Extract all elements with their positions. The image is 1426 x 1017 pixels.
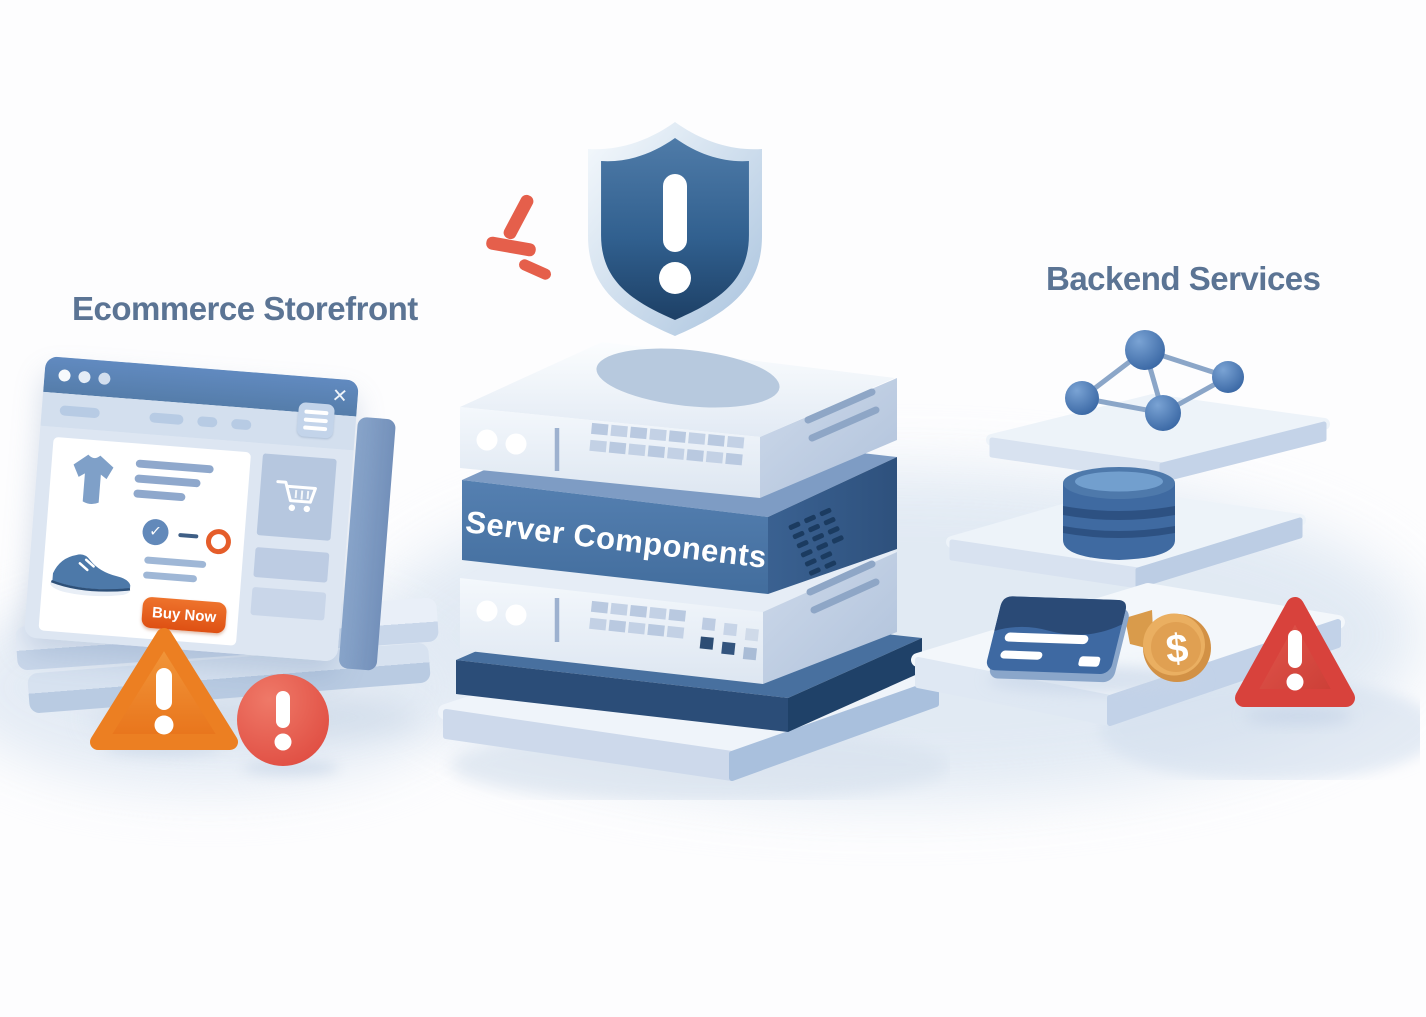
option-toggle-icon: [205, 528, 232, 556]
backend-services-illustration: $: [911, 330, 1420, 780]
storefront-browser-window: ✕: [22, 356, 414, 684]
backend-title: Backend Services: [1046, 260, 1321, 297]
side-placeholder-box: [253, 547, 330, 583]
alert-dash: [517, 257, 553, 282]
browser-frame: ✕: [23, 356, 360, 662]
danger-triangle-icon: [1235, 597, 1355, 707]
server-vents: [589, 422, 745, 466]
circle-shadow: [243, 760, 338, 775]
text-line: [133, 489, 186, 502]
text-line: [134, 474, 201, 488]
credit-card-icon: [986, 596, 1129, 683]
shoe-icon: [50, 554, 131, 597]
network-graph-icon: [1065, 330, 1244, 431]
cart-button[interactable]: [256, 453, 337, 541]
security-shield-icon: [588, 122, 762, 336]
alert-circle-icon: [237, 674, 329, 766]
browser-content: ✓ Buy Now: [23, 425, 354, 662]
storefront-title: Ecommerce Storefront: [72, 290, 418, 327]
nav-placeholder: [59, 405, 101, 419]
server-stack-illustration: Server Components: [438, 342, 950, 800]
shield-exclamation-dot: [659, 262, 691, 294]
text-line: [144, 556, 207, 569]
dollar-glyph: $: [1164, 626, 1190, 672]
close-icon[interactable]: ✕: [330, 385, 349, 408]
hamburger-icon: [304, 409, 329, 416]
server-vents: [589, 600, 759, 661]
window-dot-icon: [97, 372, 111, 386]
check-icon: ✓: [141, 518, 170, 547]
product-panel: ✓ Buy Now: [38, 436, 252, 646]
dollar-coin-icon: $: [1143, 613, 1211, 682]
text-line: [142, 571, 198, 583]
text-line: [135, 459, 214, 474]
nav-placeholder: [196, 416, 218, 428]
option-line: [178, 532, 199, 539]
nav-placeholder: [230, 418, 252, 431]
window-dot-icon: [58, 369, 71, 382]
alert-dash: [501, 192, 536, 242]
window-dot-icon: [78, 370, 91, 384]
cart-icon: [276, 480, 317, 513]
server-unit-top: [460, 342, 897, 498]
shield-exclamation-bar: [663, 174, 687, 252]
server-side-vents: [788, 507, 844, 576]
nav-placeholder: [149, 412, 184, 425]
database-icon: [1063, 467, 1175, 560]
shield-shadow: [596, 348, 780, 408]
side-placeholder-box: [250, 586, 327, 621]
warning-triangle-icon: [90, 628, 238, 750]
menu-button[interactable]: [296, 402, 336, 439]
tshirt-icon: [73, 454, 114, 504]
alert-dash: [485, 235, 537, 258]
